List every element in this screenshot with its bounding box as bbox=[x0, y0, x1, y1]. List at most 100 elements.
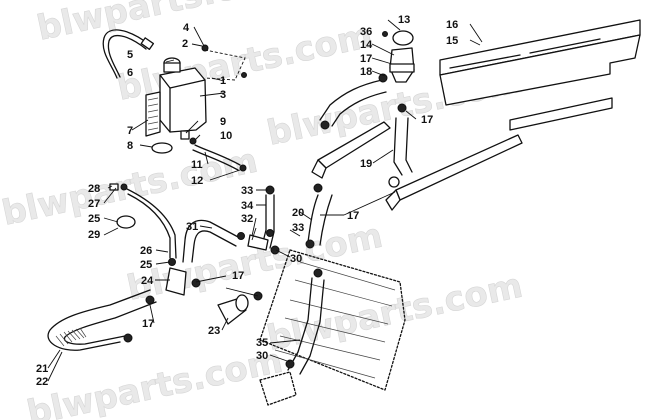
callout-1: 1 bbox=[220, 75, 226, 87]
callout-18: 18 bbox=[360, 66, 372, 78]
filler-neck-assembly bbox=[319, 30, 415, 176]
bottle-neck bbox=[163, 62, 181, 73]
reservoir-assembly bbox=[102, 29, 247, 172]
clamp-12 bbox=[239, 164, 247, 172]
screw-4 bbox=[201, 44, 209, 52]
water-pump-outline bbox=[259, 371, 297, 406]
callout-29: 29 bbox=[88, 229, 100, 241]
exchanger-edge bbox=[449, 38, 601, 69]
clamp-17c bbox=[397, 103, 407, 113]
callout-17: 17 bbox=[142, 318, 154, 330]
lower-hose-19-inner bbox=[405, 117, 413, 173]
exchanger-fitting bbox=[388, 176, 400, 188]
callout-32: 32 bbox=[241, 213, 253, 225]
clamp-17f bbox=[191, 278, 201, 288]
clamp-8 bbox=[151, 142, 173, 154]
coolant-bottle bbox=[159, 67, 207, 133]
callout-12: 12 bbox=[191, 175, 203, 187]
callout-9: 9 bbox=[220, 116, 226, 128]
overflow-hose-inner bbox=[107, 34, 147, 78]
rear-exchanger-leg bbox=[509, 97, 613, 131]
clamp-17b bbox=[320, 120, 330, 130]
hose-34-inner bbox=[269, 194, 275, 249]
callout-31: 31 bbox=[186, 221, 198, 233]
callout-3: 3 bbox=[220, 89, 226, 101]
callout-30: 30 bbox=[290, 253, 302, 265]
bottle-hose-inner bbox=[192, 149, 239, 171]
bottle-hose bbox=[194, 144, 241, 166]
panel-outline bbox=[259, 249, 406, 391]
tee-fitting-32 bbox=[247, 234, 269, 251]
callout-27: 27 bbox=[88, 198, 100, 210]
right-exchanger-end bbox=[385, 189, 401, 211]
hose-20 bbox=[307, 194, 319, 243]
hose-31 bbox=[182, 219, 241, 263]
hose-corrugation bbox=[55, 327, 87, 347]
callout-17: 17 bbox=[232, 270, 244, 282]
clamp-17d bbox=[313, 183, 323, 193]
callout-33: 33 bbox=[292, 222, 304, 234]
callout-5: 5 bbox=[127, 49, 133, 61]
callout-6: 6 bbox=[127, 67, 133, 79]
callout-15: 15 bbox=[446, 35, 458, 47]
callout-34: 34 bbox=[241, 200, 254, 212]
hose-20-inner bbox=[319, 194, 333, 246]
right-exchanger bbox=[395, 134, 523, 201]
hose-35-inner bbox=[299, 279, 325, 375]
callout-14: 14 bbox=[360, 39, 373, 51]
coupler-end bbox=[235, 294, 249, 312]
screw-28 bbox=[120, 183, 128, 191]
callout-17: 17 bbox=[360, 53, 372, 65]
hose-21 bbox=[47, 289, 151, 351]
radiator-cap bbox=[392, 30, 414, 46]
clamp-29 bbox=[116, 215, 136, 229]
callout-24: 24 bbox=[141, 275, 154, 287]
panel-ribs bbox=[274, 261, 396, 379]
fitting-24 bbox=[165, 267, 187, 296]
clamp-17i bbox=[123, 333, 133, 343]
clamp-33b bbox=[266, 229, 274, 237]
clamp-10 bbox=[189, 137, 197, 145]
upper-hose-inner bbox=[331, 91, 387, 127]
callout-19: 19 bbox=[360, 158, 372, 170]
engine-panel bbox=[259, 249, 406, 391]
bracket-hatching bbox=[147, 97, 159, 131]
hose-21-inner bbox=[63, 301, 157, 345]
clamp-17e bbox=[305, 239, 315, 249]
callout-22: 22 bbox=[36, 376, 48, 388]
leader-lines bbox=[47, 19, 483, 382]
mount-outline bbox=[204, 49, 246, 81]
fitting-27 bbox=[109, 183, 119, 191]
callout-25: 25 bbox=[140, 259, 152, 271]
callout-17: 17 bbox=[347, 210, 359, 222]
callout-30: 30 bbox=[256, 350, 268, 362]
hose-31-inner bbox=[191, 230, 237, 263]
clamp-30b bbox=[237, 232, 245, 240]
callout-7: 7 bbox=[127, 125, 133, 137]
callout-4: 4 bbox=[183, 22, 190, 34]
clamp-30a bbox=[270, 245, 280, 255]
callouts: 1 2 3 4 5 6 7 8 9 10 11 12 13 14 15 16 1… bbox=[36, 14, 458, 388]
watermark: blwparts.com bbox=[264, 266, 526, 359]
callout-17: 17 bbox=[421, 114, 433, 126]
upper-hose bbox=[319, 79, 383, 121]
callout-10: 10 bbox=[220, 130, 232, 142]
hose-clamp bbox=[140, 37, 155, 50]
rear-exchanger-side bbox=[439, 34, 641, 106]
clamp-30d bbox=[285, 359, 295, 369]
callout-11: 11 bbox=[191, 159, 203, 171]
left-exchanger-end bbox=[311, 159, 327, 179]
filler-flange bbox=[389, 63, 415, 73]
hose-26 bbox=[124, 187, 177, 259]
callout-2: 2 bbox=[182, 38, 188, 50]
bottle-bracket bbox=[145, 91, 161, 137]
watermark: blwparts.com bbox=[0, 141, 261, 234]
bypass-assembly bbox=[47, 183, 280, 351]
callout-21: 21 bbox=[36, 363, 48, 375]
callout-25: 25 bbox=[88, 213, 100, 225]
watermark: blwparts.com bbox=[24, 341, 286, 420]
lower-hose-19 bbox=[393, 117, 403, 176]
bottle-outlet-fitting bbox=[180, 130, 190, 140]
